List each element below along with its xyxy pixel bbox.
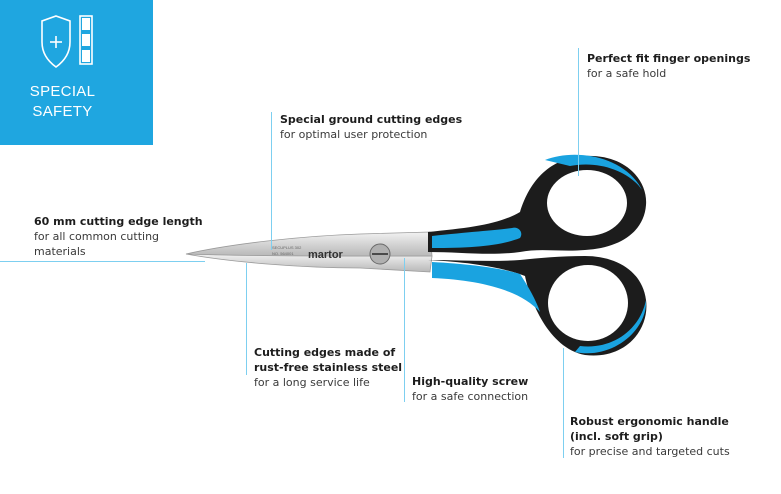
leader-ground [271,112,272,250]
badge-line-1: SPECIAL [29,83,96,100]
screw-icon [369,243,391,265]
callout-stainless-steel: Cutting edges made of rust-free stainles… [254,345,402,390]
callout-subtitle-1: for all common cutting [34,230,160,243]
callout-title: High-quality screw [412,375,529,388]
callout-title: 60 mm cutting edge length [34,215,203,228]
callout-title-1: Cutting edges made of [254,346,396,359]
callout-subtitle: for a long service life [254,376,370,389]
callout-handle: Robust ergonomic handle (incl. soft grip… [570,414,730,459]
badge-title: SPECIAL SAFETY [0,82,125,122]
callout-title: Special ground cutting edges [280,113,463,126]
leader-screw [404,258,405,402]
blade-model: SECUPLUS 302 [272,245,302,250]
blade-brand: martor [308,249,344,261]
callout-title-2: rust-free stainless steel [254,361,403,374]
callout-subtitle: for precise and targeted cuts [570,445,730,458]
leader-handle [563,348,564,458]
special-safety-badge: SPECIAL SAFETY [0,0,153,145]
callout-title-1: Robust ergonomic handle [570,415,729,428]
callout-title-2: (incl. soft grip) [570,430,663,443]
badge-line-2: SAFETY [32,103,93,120]
callout-title: Perfect fit finger openings [587,52,751,65]
callout-ground-edges: Special ground cutting edges for optimal… [280,112,462,142]
callout-subtitle: for optimal user protection [280,128,428,141]
callout-subtitle: for a safe connection [412,390,529,403]
leader-steel [246,263,247,375]
callout-finger-openings: Perfect fit finger openings for a safe h… [587,51,750,81]
callout-screw: High-quality screw for a safe connection [412,374,528,404]
leader-length [0,261,205,262]
shield-plus-icon [41,15,93,68]
leader-finger [578,48,579,176]
callout-subtitle: for a safe hold [587,67,667,80]
callout-edge-length: 60 mm cutting edge length for all common… [34,214,203,259]
blade-number: NO. 564001 [272,251,294,256]
callout-subtitle-2: materials [34,245,86,258]
